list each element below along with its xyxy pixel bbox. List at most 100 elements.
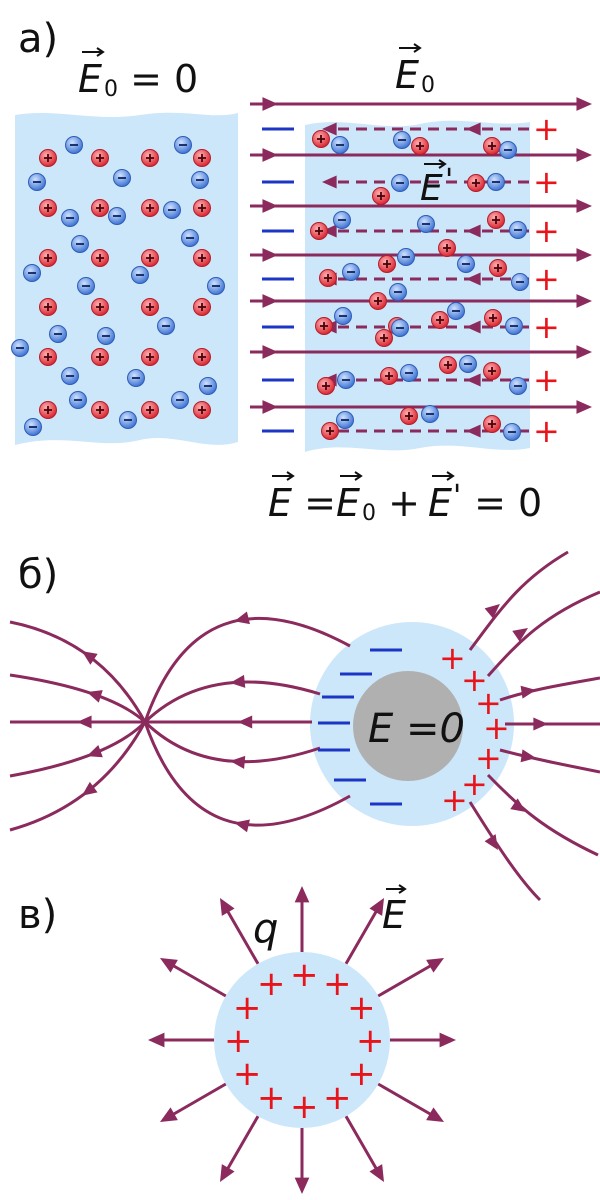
proton (91, 149, 109, 167)
electron (97, 327, 115, 345)
field-line (143, 680, 321, 724)
plus-charge: + (533, 212, 560, 250)
electron (511, 273, 529, 291)
proton (380, 367, 398, 385)
arrowhead (576, 345, 592, 359)
plus-charge: + (233, 988, 262, 1028)
arrowhead (220, 1164, 235, 1183)
arrowhead (369, 897, 384, 916)
plus-charge: + (347, 988, 376, 1028)
vector-arrow (399, 43, 422, 53)
field-lines-b (9, 550, 600, 902)
right-slab-charges (310, 130, 529, 441)
proton (39, 401, 57, 419)
electron (334, 307, 352, 325)
arrowhead (230, 755, 246, 769)
arrowhead (466, 424, 481, 438)
electron (509, 221, 527, 239)
electron (336, 411, 354, 429)
proton (487, 211, 505, 229)
vector-arrow (82, 47, 105, 57)
proton (372, 187, 390, 205)
proton (91, 401, 109, 419)
svg-text:E: E (420, 168, 443, 209)
vector-arrow (386, 884, 407, 894)
field-line (486, 773, 599, 857)
induced-charges-b: +++++++ (318, 639, 510, 819)
cavity (353, 671, 463, 781)
field-line (9, 720, 147, 778)
arrowhead (86, 744, 103, 758)
left-slab-charges (11, 136, 225, 436)
electron (77, 277, 95, 295)
electron (174, 136, 192, 154)
plus-charge: + (290, 955, 319, 995)
electron (127, 369, 145, 387)
arrowhead (466, 224, 481, 238)
arrowhead (81, 781, 98, 796)
plus-charge: + (533, 308, 560, 346)
svg-text:+: + (376, 481, 432, 525)
panel-c-label: в) (18, 892, 57, 938)
electron (391, 174, 409, 192)
arrowhead (576, 199, 592, 213)
proton (483, 415, 501, 433)
arrowhead (576, 400, 592, 414)
proton (439, 356, 457, 374)
plus-charge: + (533, 260, 560, 298)
arrowhead (512, 628, 528, 642)
electron (69, 391, 87, 409)
electron (417, 215, 435, 233)
plus-charge: + (233, 1054, 262, 1094)
arrowhead (230, 674, 246, 688)
electron (181, 229, 199, 247)
arrowhead (520, 749, 536, 763)
svg-text:0: 0 (362, 501, 376, 526)
plus-charge: + (461, 661, 488, 699)
electron (65, 136, 83, 154)
plus-charge: + (533, 361, 560, 399)
field-line (143, 616, 351, 723)
svg-text:0: 0 (104, 77, 118, 102)
charged-sphere (214, 952, 390, 1128)
proton (91, 348, 109, 366)
proton (141, 298, 159, 316)
plus-charge: + (323, 1078, 352, 1118)
arrowhead (234, 819, 250, 833)
svg-text:= 0: = 0 (462, 481, 542, 525)
electron (131, 266, 149, 284)
electron (447, 302, 465, 320)
arrowhead (510, 798, 526, 812)
proton (39, 149, 57, 167)
arrowhead (262, 97, 278, 111)
field-line (9, 673, 147, 724)
panel-b: б) +++++++ E =0 (9, 550, 600, 902)
electron (163, 201, 181, 219)
arrowhead (466, 320, 481, 334)
charge-label: q (253, 906, 278, 952)
panel-a-label: а) (18, 16, 58, 62)
panel-a: а) +++++++ E 0 = 0 E 0 E ' (11, 16, 592, 526)
electron (71, 235, 89, 253)
arrowhead (76, 715, 92, 729)
arrowhead (533, 717, 548, 731)
plus-charge: + (257, 1078, 286, 1118)
plus-charge: + (439, 639, 466, 677)
electron (28, 173, 46, 191)
svg-text:': ' (445, 163, 453, 198)
arrowhead (576, 248, 592, 262)
proton (39, 348, 57, 366)
arrowhead (148, 1032, 165, 1048)
electron (342, 263, 360, 281)
plus-charge: + (475, 684, 502, 722)
proton (375, 329, 393, 347)
proton (484, 309, 502, 327)
arrowhead (81, 651, 98, 665)
electron (457, 255, 475, 273)
arrowhead (466, 122, 481, 136)
vector-arrow (424, 159, 447, 169)
electron (389, 283, 407, 301)
electron (113, 169, 131, 187)
proton (141, 401, 159, 419)
